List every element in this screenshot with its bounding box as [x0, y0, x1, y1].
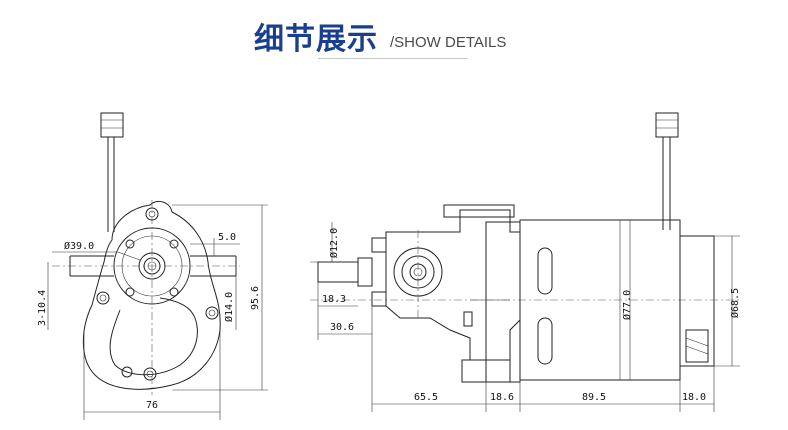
- side-view: Ø12.0 18.3 30.6 Ø77.0 Ø68.5 65.5 18.6 89…: [310, 112, 741, 412]
- title-divider: [318, 58, 468, 59]
- dim-side-tail-dia: Ø68.5: [729, 288, 741, 318]
- page-subtitle: /SHOW DETAILS: [390, 34, 507, 51]
- dim-front-height: 95.6: [250, 286, 261, 310]
- side-pump-head: [385, 209, 521, 361]
- dim-front-shaft: Ø14.0: [223, 292, 235, 322]
- dim-side-motor-len: 89.5: [582, 392, 606, 403]
- side-shaft: [317, 261, 359, 283]
- dim-side-shaft-dia: Ø12.0: [328, 228, 340, 258]
- dim-side-tail-len: 18.0: [682, 392, 706, 403]
- dim-front-width: 76: [146, 400, 158, 411]
- dim-front-diameter-outer: Ø39.0: [64, 240, 94, 252]
- front-housing-inner: [109, 297, 198, 376]
- front-connector: [100, 112, 124, 138]
- dim-front-holes: 3-10.4: [37, 290, 48, 326]
- dim-side-nose: 30.6: [330, 322, 354, 333]
- dim-side-body-dia: Ø77.0: [621, 290, 633, 320]
- page-title: 细节展示: [254, 22, 378, 57]
- dim-front-offset: 5.0: [218, 232, 236, 243]
- front-view: Ø39.0 5.0 Ø14.0 95.6 3-10.4 76: [37, 112, 268, 420]
- dim-side-flange: 18.6: [490, 392, 514, 403]
- front-housing-outline: [82, 201, 221, 390]
- side-pump-eye: [393, 247, 443, 297]
- dim-side-shaft-len: 18.3: [322, 294, 346, 305]
- dim-side-pump-len: 65.5: [414, 392, 438, 403]
- side-flange: [485, 221, 521, 383]
- side-tail-cap: [679, 235, 715, 367]
- side-connector: [655, 112, 679, 138]
- header: 细节展示 /SHOW DETAILS: [0, 0, 788, 64]
